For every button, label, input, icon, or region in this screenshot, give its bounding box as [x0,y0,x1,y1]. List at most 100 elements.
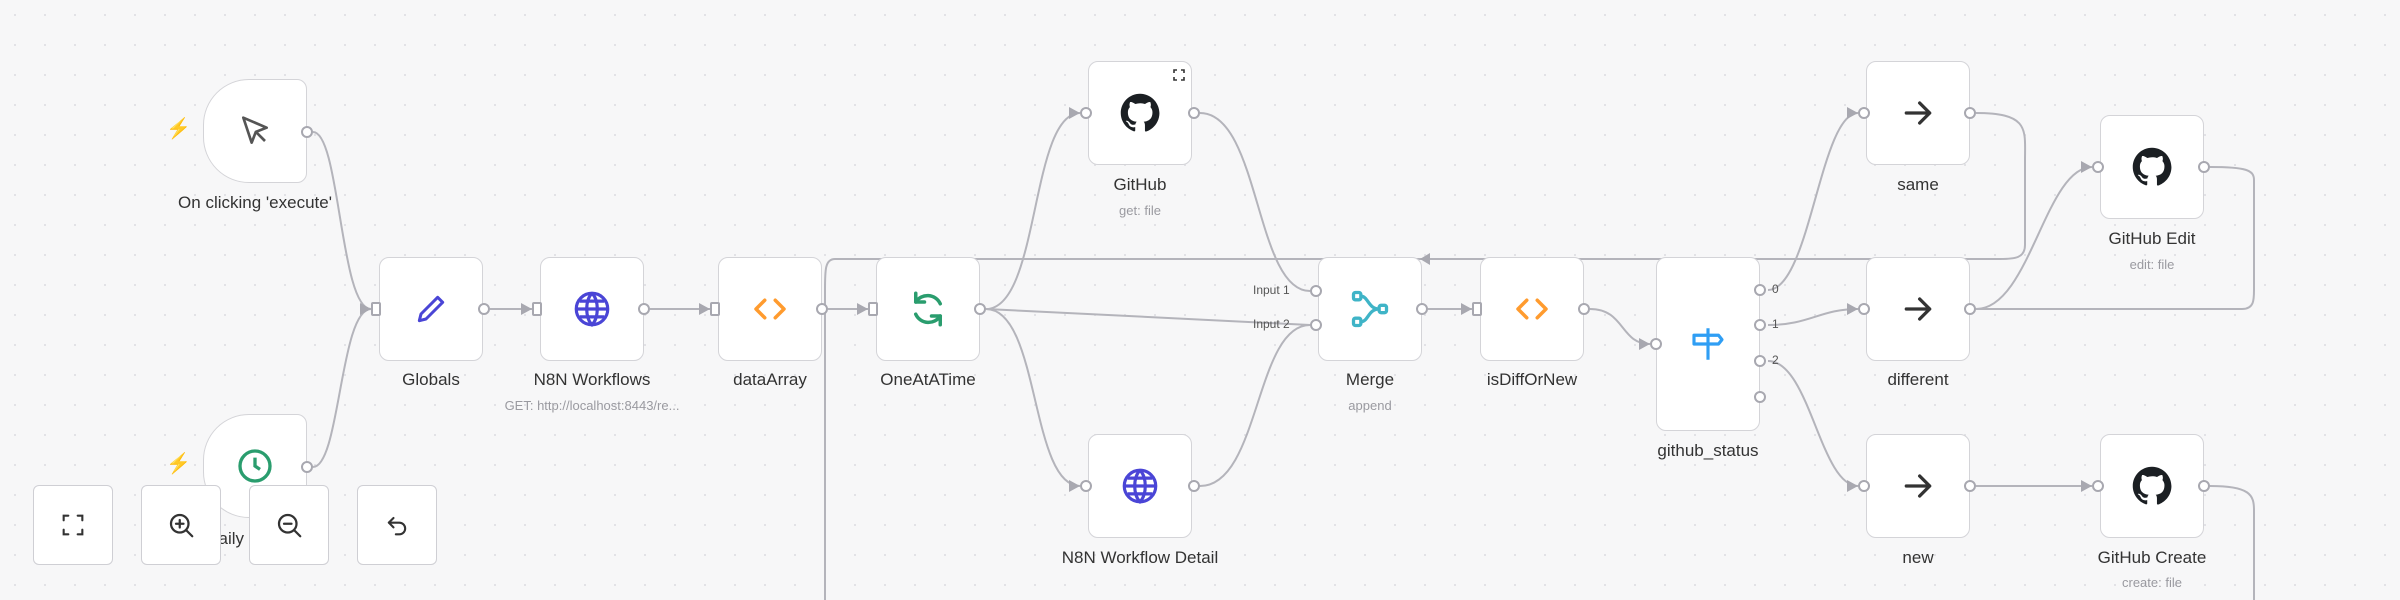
port-out[interactable] [1188,480,1200,492]
port-out-1[interactable] [1754,319,1766,331]
refresh-icon [907,288,949,330]
node-label: Globals [402,370,460,389]
port-in[interactable] [2092,161,2104,173]
input2-label: Input 2 [1253,317,1290,331]
port-out[interactable] [1416,303,1428,315]
port-out[interactable] [2198,480,2210,492]
port-in-2[interactable] [1310,319,1322,331]
wire-status1-different [1767,308,1859,326]
trigger-bolt-icon: ⚡ [166,118,191,140]
node-subtitle: append [1348,398,1392,413]
node-subtitle: create: file [2122,575,2182,590]
port-in[interactable] [1650,338,1662,350]
node-label: On clicking 'execute' [178,193,332,212]
output-2-label: 2 [1772,353,1779,367]
node-label: same [1897,175,1939,194]
output-1-label: 1 [1772,317,1779,331]
node-new[interactable] [1866,434,1970,538]
node-label: new [1902,548,1934,567]
node-dataarray[interactable] [718,257,822,361]
undo-icon [387,516,407,536]
clock-icon [235,446,275,486]
port-in[interactable] [1080,107,1092,119]
node-isdiffornew[interactable] [1480,257,1584,361]
zoom-out-icon [277,513,302,538]
node-label: GitHub [1113,175,1167,194]
port-out[interactable] [1964,107,1976,119]
port-out-3[interactable] [1754,391,1766,403]
zoom-in-icon [169,513,194,538]
port-out[interactable] [816,303,828,315]
zoom-in-button[interactable] [141,485,221,565]
output-0-label: 0 [1772,282,1779,296]
node-label: N8N Workflow Detail [1061,548,1219,567]
port-in[interactable] [532,302,542,316]
node-label: github_status [1657,441,1759,460]
node-n8n-workflow-detail[interactable] [1088,434,1192,538]
node-oneatatime[interactable] [876,257,980,361]
node-label: isDiffOrNew [1486,370,1578,389]
port-out[interactable] [1964,303,1976,315]
node-different[interactable] [1866,257,1970,361]
port-out[interactable] [974,303,986,315]
node-label: N8N Workflows [533,370,651,389]
merge-icon [1348,287,1392,331]
port-in[interactable] [2092,480,2104,492]
wire-same-loop [824,112,2027,600]
input1-label: Input 1 [1253,283,1290,297]
node-merge[interactable] [1318,257,1422,361]
arrow-right-icon [1898,93,1938,133]
code-icon [1511,288,1553,330]
port-in[interactable] [1858,480,1870,492]
port-out[interactable] [1188,107,1200,119]
reset-zoom-button[interactable] [357,485,437,565]
wire-githubcreate-out [2209,485,2255,600]
port-out[interactable] [2198,161,2210,173]
port-in[interactable] [1472,302,1482,316]
port-in[interactable] [868,302,878,316]
expand-icon[interactable] [1172,68,1186,82]
node-globals[interactable] [379,257,483,361]
cursor-pointer-icon [235,111,275,151]
port-out[interactable] [1964,480,1976,492]
node-subtitle: get: file [1119,203,1161,218]
arrow-right-icon [1898,466,1938,506]
wire-oneatatime-detail [985,308,1081,487]
node-github-edit[interactable] [2100,115,2204,219]
port-in[interactable] [1858,107,1870,119]
node-github-create[interactable] [2100,434,2204,538]
port-out-0[interactable] [1754,284,1766,296]
port-in-1[interactable] [1310,285,1322,297]
fit-view-button[interactable] [33,485,113,565]
node-same[interactable] [1866,61,1970,165]
node-n8n-workflows[interactable] [540,257,644,361]
node-label: OneAtATime [880,370,976,389]
pencil-icon [411,289,451,329]
node-on-click-execute[interactable] [203,79,307,183]
port-in[interactable] [710,302,720,316]
wire-isdiffornew-githubstatus [1589,308,1651,345]
github-icon [2130,464,2174,508]
wire-on-click-globals [312,131,372,310]
node-github-status[interactable] [1656,257,1760,431]
globe-icon [571,288,613,330]
port-in[interactable] [1858,303,1870,315]
node-label: dataArray [733,370,807,389]
trigger-bolt-icon: ⚡ [166,453,191,475]
code-icon [749,288,791,330]
port-out-2[interactable] [1754,355,1766,367]
wire-schedule-globals [312,308,372,468]
port-out[interactable] [301,461,313,473]
port-out[interactable] [1578,303,1590,315]
wire-oneatatime-merge-input2 [985,308,1311,326]
port-out[interactable] [638,303,650,315]
port-in[interactable] [371,302,381,316]
zoom-out-button[interactable] [249,485,329,565]
signpost-icon [1687,323,1729,365]
wire-different-githubedit [1975,166,2093,310]
port-out[interactable] [478,303,490,315]
port-in[interactable] [1080,480,1092,492]
port-out[interactable] [301,126,313,138]
